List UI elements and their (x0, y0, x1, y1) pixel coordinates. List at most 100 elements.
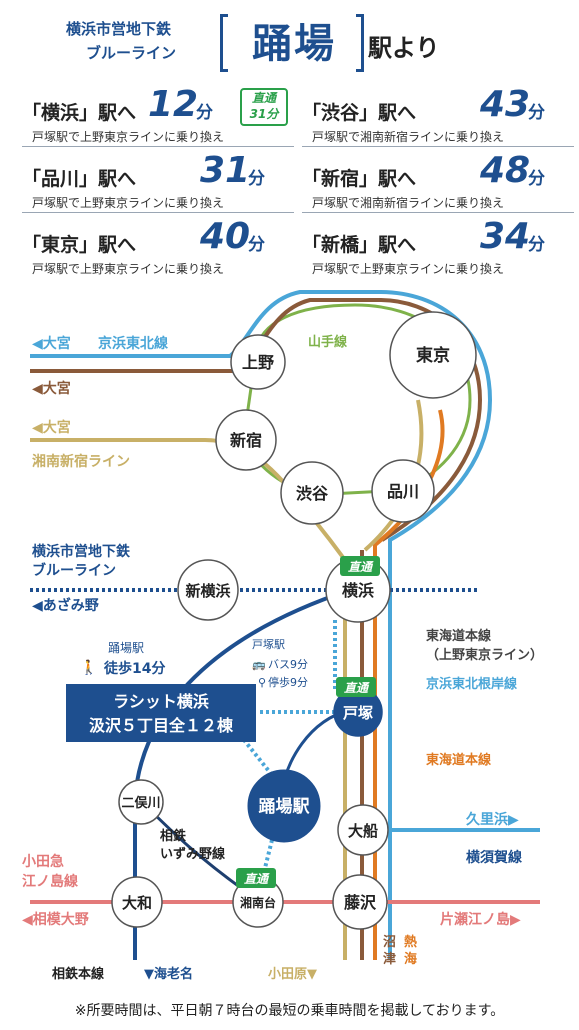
label-odoriba: 踊場駅 (259, 797, 311, 817)
label-ebina: ▼海老名 (144, 966, 193, 982)
direct-badge-totsuka (336, 677, 376, 697)
destination: 「品川」駅へ (22, 168, 137, 190)
walking-person-icon: 🚶 (80, 659, 97, 676)
label-keihin-tohoku: 京浜東北線 (98, 335, 168, 352)
minutes-unit: 分 (528, 235, 545, 255)
divider (22, 146, 294, 147)
destination: 「新橋」駅へ (302, 234, 417, 256)
label-azamino: ◀あざみ野 (32, 597, 99, 614)
direct-minutes: 31分 (249, 107, 279, 121)
label-totsuka-access-1: 戸塚駅 (252, 638, 285, 651)
station-tokyo (389, 311, 477, 399)
label-totsuka-access-3: 停歩9分 (268, 675, 308, 689)
direct-text-shonandai: 直通 (244, 872, 270, 886)
label-shibuya: 渋谷 (296, 484, 329, 503)
station-futamatagawa (118, 779, 164, 825)
footer-note: ※所要時間は、平日朝７時台の最短の乗車時間を掲載しております。 (74, 1003, 505, 1019)
minutes-unit: 分 (528, 103, 545, 123)
minutes-unit: 分 (528, 169, 545, 189)
label-tokyo: 東京 (416, 345, 450, 366)
bracket-left (220, 14, 228, 72)
minutes: 43 (480, 84, 531, 125)
label-negishi: 京浜東北根岸線 (426, 676, 518, 692)
label-ofuna: 大船 (348, 822, 378, 840)
label-odawara: 小田原▼ (268, 967, 317, 982)
label-sagami-ono: ◀相模大野 (22, 911, 89, 928)
destination: 「新宿」駅へ (302, 168, 417, 190)
label-shonandai: 湘南台 (240, 895, 276, 910)
divider (302, 212, 574, 213)
label-omiya-1: ◀大宮 (32, 335, 71, 352)
station-shinagawa (371, 459, 435, 523)
label-atami-2: 海 (404, 951, 417, 967)
direct-badge-shonandai (236, 868, 276, 888)
direct-badge: 直通 31分 (240, 88, 288, 126)
label-ueno: 上野 (242, 353, 274, 372)
station-fujisawa (332, 874, 388, 930)
station-suffix: 駅より (368, 34, 440, 62)
label-numazu-1: 沼 (383, 935, 396, 950)
label-shinyokohama: 新横浜 (185, 582, 230, 600)
destination: 「東京」駅へ (22, 234, 137, 256)
minutes: 31 (200, 150, 251, 191)
direct-text-yokohama: 直通 (348, 560, 374, 574)
label-tokaido-ueno-2: （上野東京ライン） (426, 647, 543, 663)
minutes-unit: 分 (248, 169, 265, 189)
label-yokosuka: 横須賀線 (466, 849, 522, 866)
label-yamanote: 山手線 (308, 334, 348, 350)
transfer-note: 戸塚駅で上野東京ラインに乗り換え (32, 196, 225, 210)
destination: 「渋谷」駅へ (302, 102, 417, 124)
transfer-note: 戸塚駅で上野東京ラインに乗り換え (312, 262, 505, 276)
label-fujisawa: 藤沢 (344, 893, 377, 912)
label-atami-1: 熱 (404, 934, 417, 950)
bracket-right (356, 14, 364, 72)
direct-label: 直通 (251, 91, 276, 105)
label-yokohama: 横浜 (342, 581, 374, 600)
label-sotetsu-izumino-2: いずみ野線 (160, 846, 226, 862)
station-ofuna (337, 804, 389, 856)
route-map: 上野 東京 新宿 渋谷 品川 新横浜 横浜 戸塚 踊場駅 二俣川 大船 大和 湘… (22, 290, 543, 982)
label-odakyu-1: 小田急 (22, 853, 64, 870)
label-odakyu-2: 江ノ島線 (22, 873, 78, 890)
label-shinjuku: 新宿 (230, 431, 262, 450)
label-shinagawa: 品川 (387, 482, 419, 501)
property-address: 汲沢５丁目全１２棟 (89, 716, 234, 735)
label-totsuka: 戸塚 (343, 704, 373, 722)
minutes: 12 (148, 84, 199, 125)
label-blue-line-1: 横浜市営地下鉄 (32, 543, 131, 560)
property-box (66, 684, 256, 742)
minutes: 34 (480, 216, 531, 257)
transfer-note: 戸塚駅で上野東京ラインに乗り換え (32, 262, 225, 276)
station-title: 踊場 (252, 21, 336, 67)
transfer-note: 戸塚駅で上野東京ラインに乗り換え (32, 130, 225, 144)
minutes-unit: 分 (248, 235, 265, 255)
station-yamato (111, 876, 163, 928)
label-odoriba-walk-1: 踊場駅 (108, 641, 144, 655)
label-tokaido: 東海道本線 (426, 752, 492, 768)
property-name: ラシット横浜 (113, 692, 209, 711)
label-katase: 片瀬江ノ島▶ (440, 911, 521, 928)
minutes: 40 (200, 216, 251, 257)
label-tokaido-ueno-1: 東海道本線 (426, 628, 492, 644)
label-numazu-2: 津 (383, 951, 396, 967)
direct-badge-yokohama (340, 556, 380, 576)
label-odoriba-walk-2: 徒歩14分 (103, 660, 165, 677)
minutes-unit: 分 (196, 103, 213, 123)
label-sotetsu-izumino-1: 相鉄 (160, 828, 186, 844)
station-ueno (230, 334, 286, 390)
minutes: 48 (480, 150, 531, 191)
label-totsuka-access-2: バス9分 (268, 658, 308, 671)
station-shinyokohama (177, 559, 239, 621)
station-shinjuku (215, 409, 277, 471)
bus-icon: 🚌 (252, 658, 266, 671)
line-name-1: 横浜市営地下鉄 (66, 20, 172, 38)
transfer-note: 戸塚駅で湘南新宿ラインに乗り換え (312, 130, 505, 144)
label-omiya-3: ◀大宮 (32, 419, 71, 436)
divider (302, 146, 574, 147)
station-odoriba (247, 769, 321, 843)
bus-stop-icon: ⚲ (258, 676, 266, 689)
line-name-2: ブルーライン (86, 44, 177, 62)
label-kurihama: 久里浜▶ (465, 811, 519, 828)
station-shibuya (280, 461, 344, 525)
divider (22, 212, 294, 213)
